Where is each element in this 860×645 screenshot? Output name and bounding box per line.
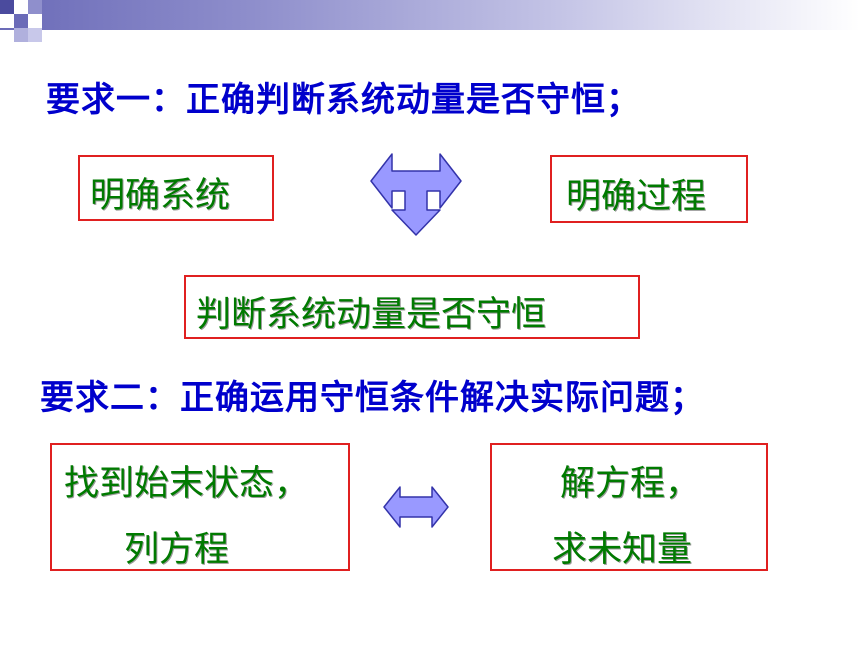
box-judge-conservation: 判断系统动量是否守恒	[184, 275, 640, 339]
heading-requirement-one: 要求一：正确判断系统动量是否守恒；	[46, 80, 641, 120]
header-square	[0, 0, 14, 14]
box-define-system: 明确系统	[78, 155, 274, 221]
box-solve-equation-line2: 求未知量	[552, 530, 693, 570]
box-define-process: 明确过程	[550, 155, 748, 223]
t-junction-arrow-icon	[370, 153, 462, 236]
heading-requirement-two: 要求二：正确运用守恒条件解决实际问题；	[40, 378, 705, 418]
header-square	[14, 14, 28, 28]
double-arrow-icon	[383, 486, 449, 528]
header-square	[28, 0, 42, 14]
header-square	[14, 0, 28, 14]
box-find-states: 找到始末状态， 列方程	[50, 443, 350, 571]
box-judge-conservation-label: 判断系统动量是否守恒	[196, 295, 547, 335]
box-solve-equation-line1: 解方程，	[560, 464, 701, 504]
box-find-states-line2: 列方程	[124, 530, 230, 570]
header-band	[0, 0, 860, 30]
box-define-process-label: 明确过程	[566, 177, 707, 217]
box-define-system-label: 明确系统	[90, 176, 231, 216]
box-solve-equation: 解方程， 求未知量	[490, 443, 768, 571]
header-square	[28, 28, 42, 42]
header-square	[14, 28, 28, 42]
box-find-states-line1: 找到始末状态，	[64, 464, 310, 504]
header-square	[28, 14, 42, 28]
header-square	[0, 14, 14, 28]
